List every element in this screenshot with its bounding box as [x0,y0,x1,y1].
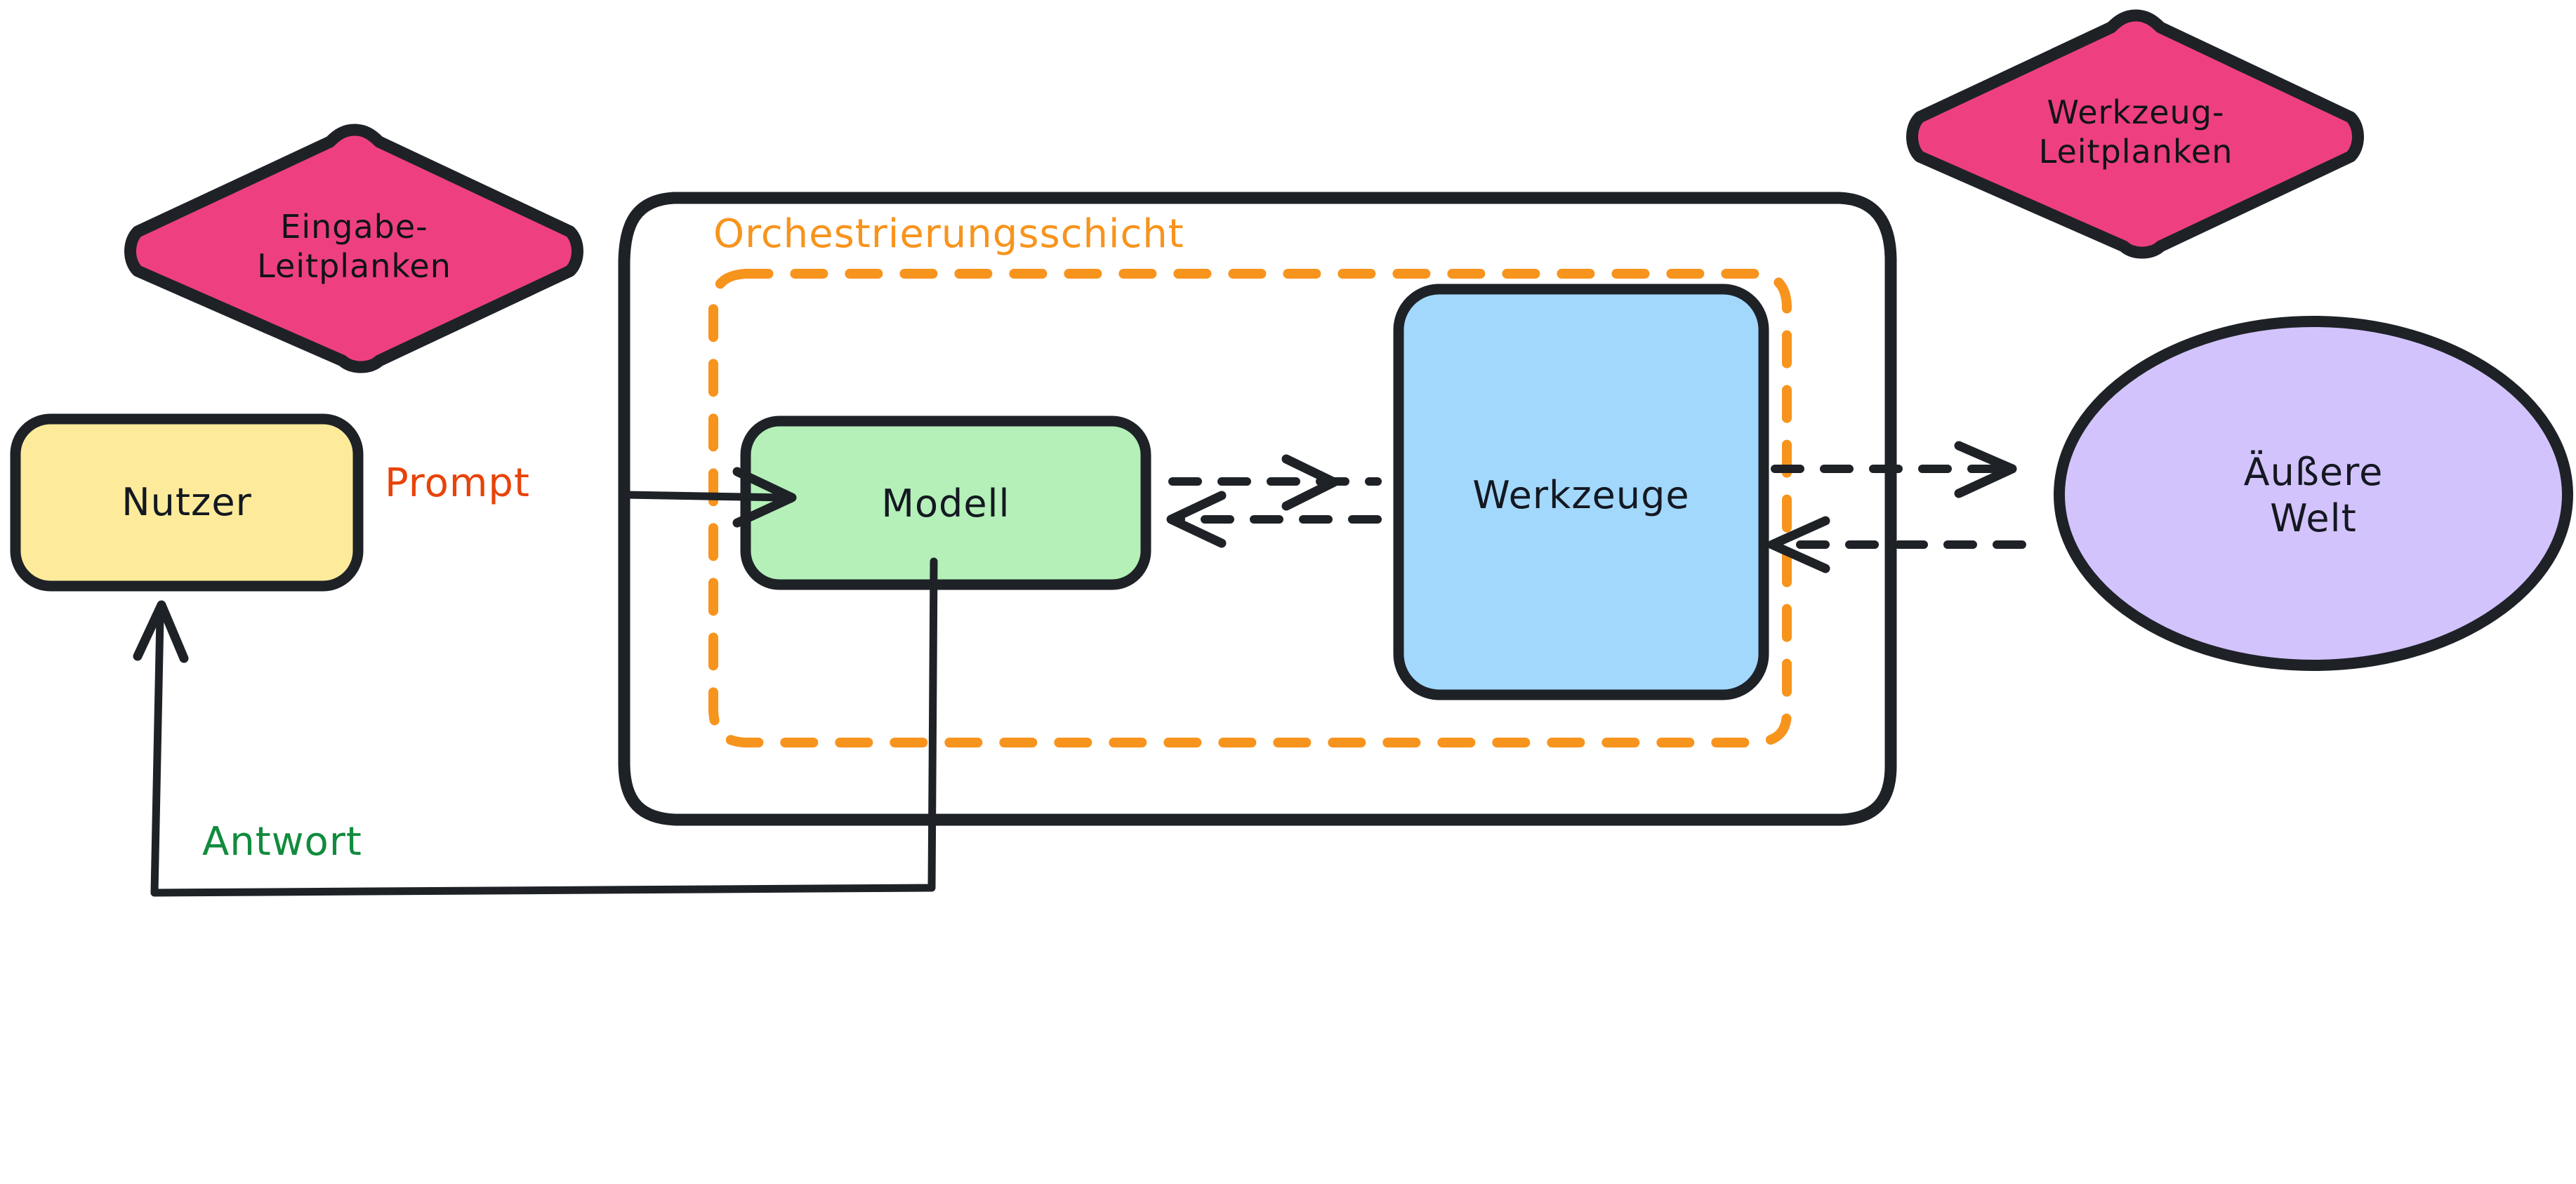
guardrail-werkzeug-leitplanken[interactable] [1906,9,2364,259]
orchestrierungsschicht-container [708,269,1792,747]
edge-werkzeuge-welt [1767,441,2026,573]
node-nutzer[interactable] [10,413,364,592]
edge-antwort [133,557,938,897]
edge-prompt [621,467,797,528]
node-modell[interactable] [740,415,1151,590]
agent-boundary-container [618,192,1897,826]
node-werkzeuge[interactable] [1393,284,1769,700]
node-aeussere-welt[interactable] [2053,316,2574,671]
edge-modell-werkzeuge [1166,454,1382,548]
guardrail-eingabe-leitplanken[interactable] [124,124,583,373]
